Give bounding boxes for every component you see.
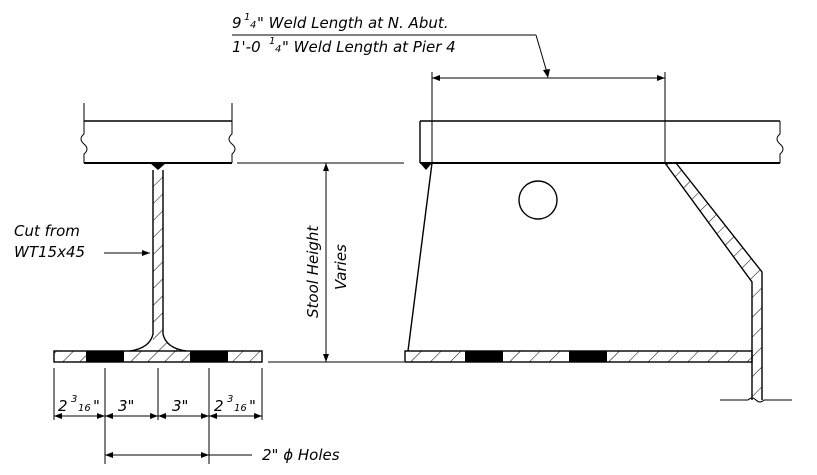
dim-arrow-1 [54, 413, 62, 419]
plate-break-bottom [720, 397, 792, 403]
weld-note-1-a: 9 [232, 14, 242, 32]
stool-sloped-edge [407, 162, 433, 352]
dim-arrow-3 [105, 413, 113, 419]
bottom-plate-left [53, 350, 263, 363]
dim-1-unit: " [93, 397, 100, 415]
dim-1-num: 3 [71, 394, 77, 405]
stool-hole [518, 180, 558, 220]
stool-arrow-bottom [323, 354, 329, 362]
weld-note-2-b: " Weld Length at Pier 4 [282, 38, 456, 56]
web-hatch [153, 170, 186, 351]
dim-arrow-7 [209, 413, 217, 419]
diagonal-plate-inner [664, 162, 753, 400]
dim-arrow-2 [97, 413, 105, 419]
stool-height-dimension: Stool Height Varies [237, 162, 404, 363]
dim-3: 3" [172, 397, 188, 415]
dim-arrow-8 [254, 413, 262, 419]
cut-from-label-1: Cut from [14, 222, 80, 240]
web-right-edge [162, 170, 187, 352]
stool-height-label-1: Stool Height [304, 225, 322, 318]
dim-arrow-6 [201, 413, 209, 419]
hole-left-1 [86, 351, 124, 362]
weld-arrow-left [432, 75, 440, 81]
diagonal-plate-hatch [665, 163, 762, 400]
note-leader [535, 34, 549, 77]
web-left-edge [129, 170, 154, 352]
dim-4-unit: " [249, 397, 256, 415]
holes-arrow-2 [201, 452, 209, 458]
left-section-view: Cut from WT15x45 [14, 103, 263, 363]
hole-right-2 [569, 351, 607, 362]
dim-arrow-4 [150, 413, 158, 419]
cut-from-label-2: WT15x45 [14, 243, 85, 261]
weld-fillet-left [150, 163, 166, 170]
cut-from-arrow [142, 250, 150, 256]
break-symbol-left-a [80, 121, 88, 163]
weld-note-2-a: 1'-0 [232, 38, 261, 56]
break-symbol-right [776, 121, 784, 163]
dim-4-num: 3 [227, 394, 233, 405]
diagonal-plate-outer [675, 162, 763, 400]
weld-fillet-right [420, 163, 432, 170]
weld-arrow-right [657, 75, 665, 81]
weld-note-1-frac: 1 [244, 12, 250, 23]
weld-note-2-den: 4 [275, 44, 281, 55]
weld-note-2-frac: 1 [269, 36, 275, 47]
weld-note-1-b: " Weld Length at N. Abut. [257, 14, 449, 32]
dim-2: 3" [118, 397, 134, 415]
bottom-dimensions: 2 3 16 " 3" 3" 2 3 16 " 2" ϕ Holes [53, 368, 340, 464]
dim-4-den: 16 [234, 403, 247, 414]
break-symbol-left-b [228, 121, 236, 163]
holes-label: 2" ϕ Holes [262, 446, 340, 464]
dim-1-den: 16 [78, 403, 91, 414]
dim-arrow-5 [158, 413, 166, 419]
stool-height-label-2: Varies [332, 244, 350, 290]
right-elevation-view [232, 34, 792, 403]
note-leader-arrow [543, 69, 550, 78]
hole-left-2 [190, 351, 228, 362]
dim-1-whole: 2 [58, 397, 68, 415]
holes-arrow-1 [105, 452, 113, 458]
dim-4-whole: 2 [214, 397, 224, 415]
weld-length-notes: 9 1 4 " Weld Length at N. Abut. 1'-0 1 4… [232, 12, 456, 56]
weld-note-1-den: 4 [250, 20, 256, 31]
hole-right-1 [465, 351, 503, 362]
stool-arrow-top [323, 163, 329, 171]
